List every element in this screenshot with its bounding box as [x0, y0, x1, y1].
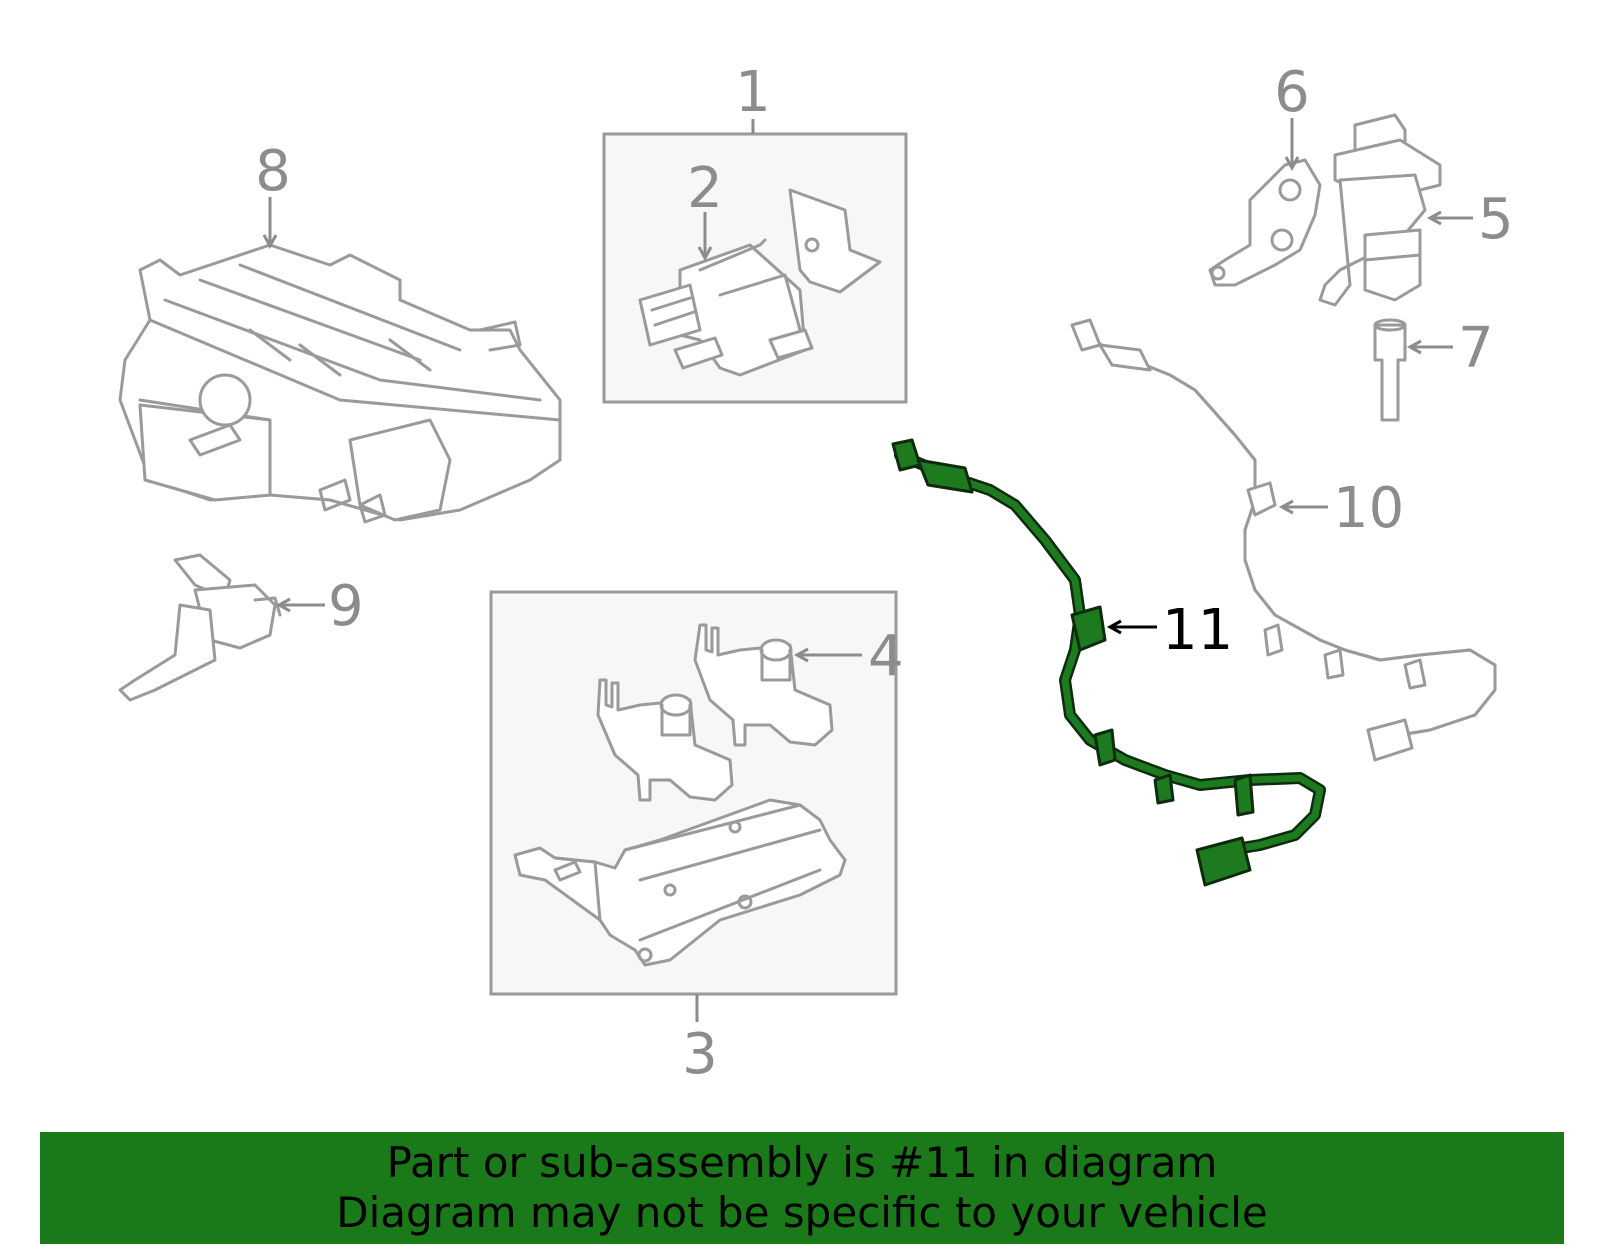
part-10-sensor[interactable]	[1070, 318, 1497, 762]
banner-line-2: Diagram may not be specific to your vehi…	[336, 1188, 1268, 1237]
callout-5: 5	[1478, 187, 1514, 252]
part-6-gasket[interactable]	[1208, 158, 1322, 287]
callout-3: 3	[682, 1022, 718, 1087]
part-9-valve[interactable]	[118, 553, 282, 702]
part-8-canister[interactable]	[118, 243, 562, 524]
part-7-hose[interactable]	[1373, 318, 1407, 422]
callout-1: 1	[735, 60, 771, 125]
assembly-box-1[interactable]	[602, 132, 908, 404]
callout-8: 8	[255, 139, 291, 204]
banner-line-1: Part or sub-assembly is #11 in diagram	[386, 1138, 1218, 1187]
info-banner: Part or sub-assembly is #11 in diagram D…	[40, 1132, 1564, 1244]
callout-4: 4	[868, 624, 904, 689]
part-11-sensor-highlighted[interactable]	[891, 438, 1326, 887]
callout-11: 11	[1162, 598, 1233, 663]
part-5-valve[interactable]	[1318, 113, 1442, 307]
assembly-box-3[interactable]	[489, 590, 898, 996]
callout-10: 10	[1333, 476, 1404, 541]
callout-9: 9	[328, 574, 364, 639]
callout-7: 7	[1458, 316, 1494, 381]
callout-6: 6	[1274, 60, 1310, 125]
leader-lines	[262, 118, 1473, 1022]
callout-2: 2	[687, 156, 723, 221]
